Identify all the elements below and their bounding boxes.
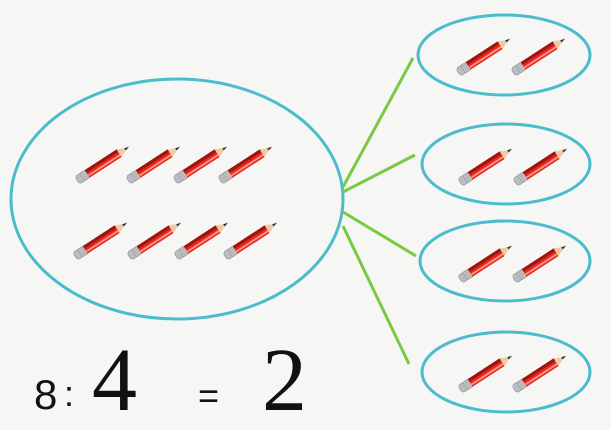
pencil-icon [457,351,516,394]
equation-divisor: 4 [92,331,137,430]
equation-dividend: 8 [34,371,58,418]
group-3-oval [418,219,592,303]
pencil-icon [74,142,133,185]
group-4-oval [420,330,592,414]
connector-line-2 [342,153,416,194]
pencil-icon [455,34,514,77]
pencil-icon [457,144,516,187]
pencil-icon [510,34,569,77]
group-2-oval [420,122,592,206]
connector-line-3 [342,210,417,258]
equals-sign: = [198,375,220,416]
pencil-icon [511,351,570,394]
pencil-icon [511,241,570,284]
connector-line-4 [341,225,411,365]
pencil-icon [72,218,131,261]
whole-group-oval [9,77,345,321]
pencil-icon [217,142,276,185]
pencil-icon [512,144,571,187]
connector-line-1 [341,57,415,188]
equation-quotient: 2 [262,331,307,430]
division-sign: : [64,373,75,414]
pencil-icon [457,241,516,284]
pencil-icon [173,218,232,261]
group-1-oval [416,13,592,97]
pencil-icon [222,218,281,261]
